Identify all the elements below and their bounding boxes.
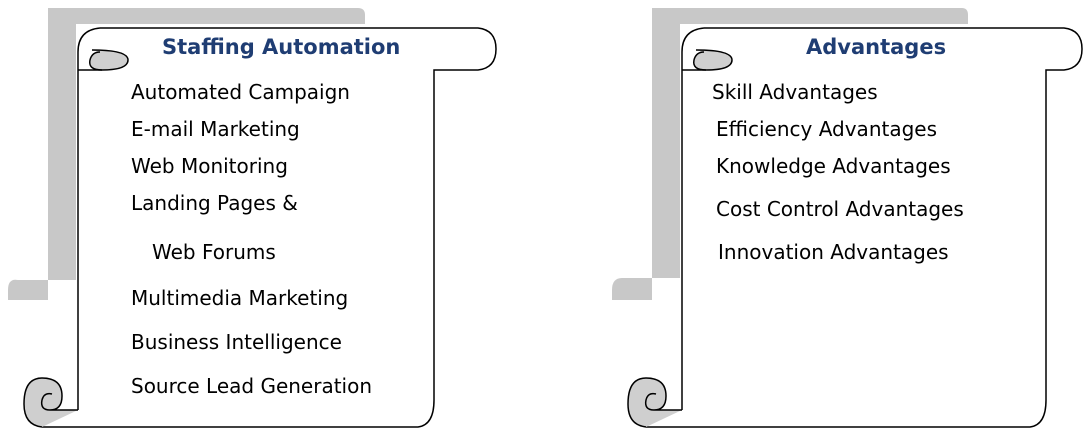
- left-scroll: [23, 27, 497, 428]
- left-list-item: Multimedia Marketing: [131, 286, 349, 310]
- right-list-item: Cost Control Advantages: [716, 197, 964, 221]
- left-list-item: E-mail Marketing: [131, 117, 300, 141]
- left-list-item: Business Intelligence: [131, 330, 342, 354]
- right-list-item: Knowledge Advantages: [716, 154, 951, 178]
- left-list-item: Source Lead Generation: [131, 374, 373, 398]
- right-scroll-title: Advantages: [806, 35, 947, 59]
- right-list-item: Efficiency Advantages: [716, 117, 938, 141]
- left-list-item: Web Forums: [152, 240, 276, 264]
- right-list-item: Innovation Advantages: [718, 240, 949, 264]
- left-list-item: Automated Campaign: [131, 80, 350, 104]
- left-list-item: Landing Pages &: [131, 191, 298, 215]
- right-scroll: [627, 27, 1083, 428]
- left-list-item: Web Monitoring: [131, 154, 288, 178]
- right-list-item: Skill Advantages: [712, 80, 878, 104]
- left-scroll-title: Staffing Automation: [162, 35, 401, 59]
